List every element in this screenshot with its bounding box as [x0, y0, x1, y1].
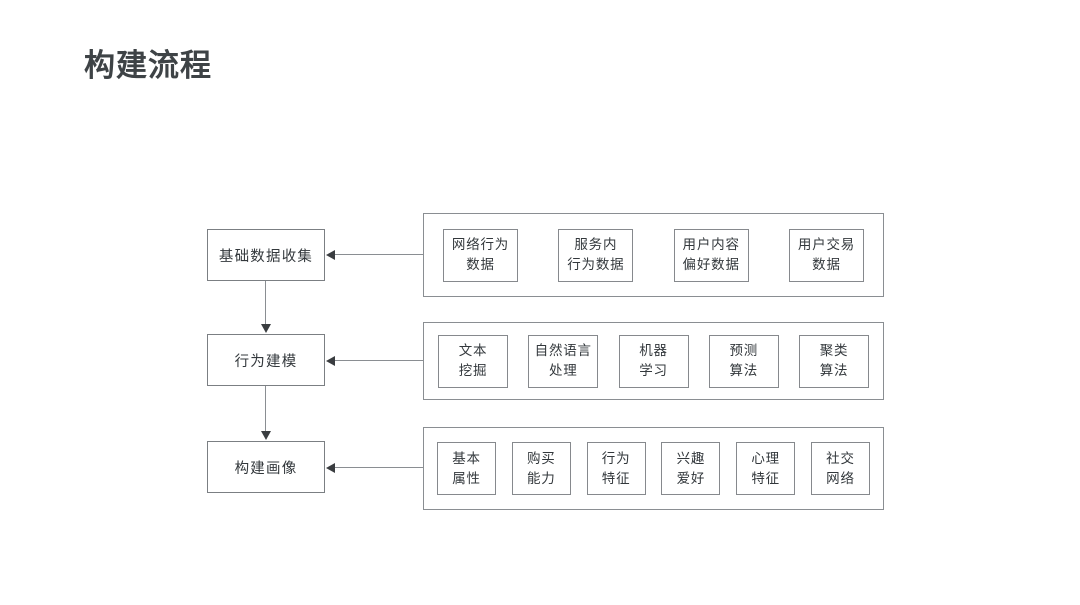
item-box-g3-4[interactable]: 兴趣 爱好	[661, 442, 721, 495]
stage-box-3[interactable]: 构建画像	[207, 441, 325, 493]
item-box-g2-1-line2: 挖掘	[458, 363, 488, 378]
item-box-g2-5[interactable]: 聚类 算法	[799, 334, 869, 388]
item-box-g3-4-line2: 爱好	[676, 470, 706, 486]
item-box-g2-2[interactable]: 自然语言 处理	[528, 334, 599, 388]
item-box-g1-4-line2: 数据	[812, 257, 841, 272]
item-box-g2-3-line1: 机器	[639, 343, 668, 359]
connector-stage1-to-stage2	[265, 281, 267, 325]
arrowhead-left-stage1-icon	[326, 250, 335, 260]
item-box-g2-4-line1: 预测	[729, 343, 759, 359]
item-box-g2-2-line1: 自然语言	[534, 343, 592, 359]
item-box-g1-2-line2: 行为数据	[567, 257, 625, 272]
item-box-g3-1-line2: 属性	[452, 470, 481, 486]
item-box-g3-3-line2: 特征	[601, 470, 631, 486]
item-box-g3-5-line1: 心理	[751, 450, 780, 466]
item-box-g1-1-line1: 网络行为	[451, 237, 510, 253]
item-box-g3-5[interactable]: 心理 特征	[736, 442, 796, 495]
connector-group1-to-stage1	[334, 254, 423, 256]
item-box-g3-4-line1: 兴趣	[676, 450, 706, 466]
item-box-g2-3[interactable]: 机器 学习	[618, 334, 689, 388]
item-box-g2-5-line2: 算法	[819, 363, 849, 378]
item-box-g3-1[interactable]: 基本 属性	[437, 442, 496, 495]
connector-group3-to-stage3	[334, 467, 423, 469]
group-box-3: 基本 属性 购买 能力 行为 特征 兴趣 爱好 心理 特征	[423, 427, 884, 510]
item-box-g1-3[interactable]: 用户内容 偏好数据	[673, 228, 749, 282]
item-box-g1-4-line1: 用户交易	[797, 237, 856, 253]
item-box-g1-4[interactable]: 用户交易 数据	[788, 228, 864, 282]
group-box-1: 网络行为 数据 服务内 行为数据 用户内容 偏好数据 用户交易 数据	[423, 213, 884, 297]
item-box-g1-1-line2: 数据	[466, 257, 495, 272]
item-box-g3-6[interactable]: 社交 网络	[810, 442, 870, 495]
arrowhead-down-stage3-icon	[261, 431, 271, 440]
item-box-g2-3-line2: 学习	[639, 363, 668, 378]
item-box-g3-5-line2: 特征	[751, 470, 780, 486]
arrowhead-left-stage2-icon	[326, 356, 335, 366]
item-box-g3-6-line2: 网络	[826, 470, 855, 486]
item-box-g1-1[interactable]: 网络行为 数据	[443, 228, 518, 282]
item-box-g2-5-line1: 聚类	[819, 343, 849, 359]
item-box-g1-3-line2: 偏好数据	[682, 257, 740, 272]
stage-box-3-label: 构建画像	[234, 460, 298, 477]
item-box-g3-2[interactable]: 购买 能力	[511, 442, 571, 495]
stage-box-2[interactable]: 行为建模	[207, 334, 325, 386]
item-box-g2-2-line2: 处理	[548, 363, 578, 378]
item-box-g3-1-line1: 基本	[452, 450, 481, 466]
item-box-g2-4-line2: 算法	[729, 363, 759, 378]
item-box-g3-3-line1: 行为	[601, 450, 631, 466]
item-box-g3-6-line1: 社交	[826, 450, 855, 466]
connector-group2-to-stage2	[334, 360, 423, 362]
arrowhead-down-stage2-icon	[261, 324, 271, 333]
group-box-2: 文本 挖掘 自然语言 处理 机器 学习 预测 算法 聚类 算法	[423, 322, 884, 400]
item-box-g3-2-line1: 购买	[526, 450, 556, 466]
item-box-g3-2-line2: 能力	[526, 470, 556, 486]
item-box-g1-2[interactable]: 服务内 行为数据	[558, 228, 634, 282]
arrowhead-left-stage3-icon	[326, 463, 335, 473]
item-box-g2-1-line1: 文本	[458, 343, 488, 359]
item-box-g3-3[interactable]: 行为 特征	[586, 442, 646, 495]
stage-box-1-label: 基础数据收集	[218, 248, 314, 265]
stage-box-2-label: 行为建模	[234, 353, 298, 370]
item-box-g1-2-line1: 服务内	[574, 237, 618, 253]
stage-box-1[interactable]: 基础数据收集	[207, 229, 325, 281]
item-box-g2-1[interactable]: 文本 挖掘	[438, 334, 508, 388]
item-box-g1-3-line1: 用户内容	[682, 237, 740, 253]
connector-stage2-to-stage3	[265, 386, 267, 432]
page-title: 构建流程	[84, 48, 212, 83]
item-box-g2-4[interactable]: 预测 算法	[708, 334, 779, 388]
